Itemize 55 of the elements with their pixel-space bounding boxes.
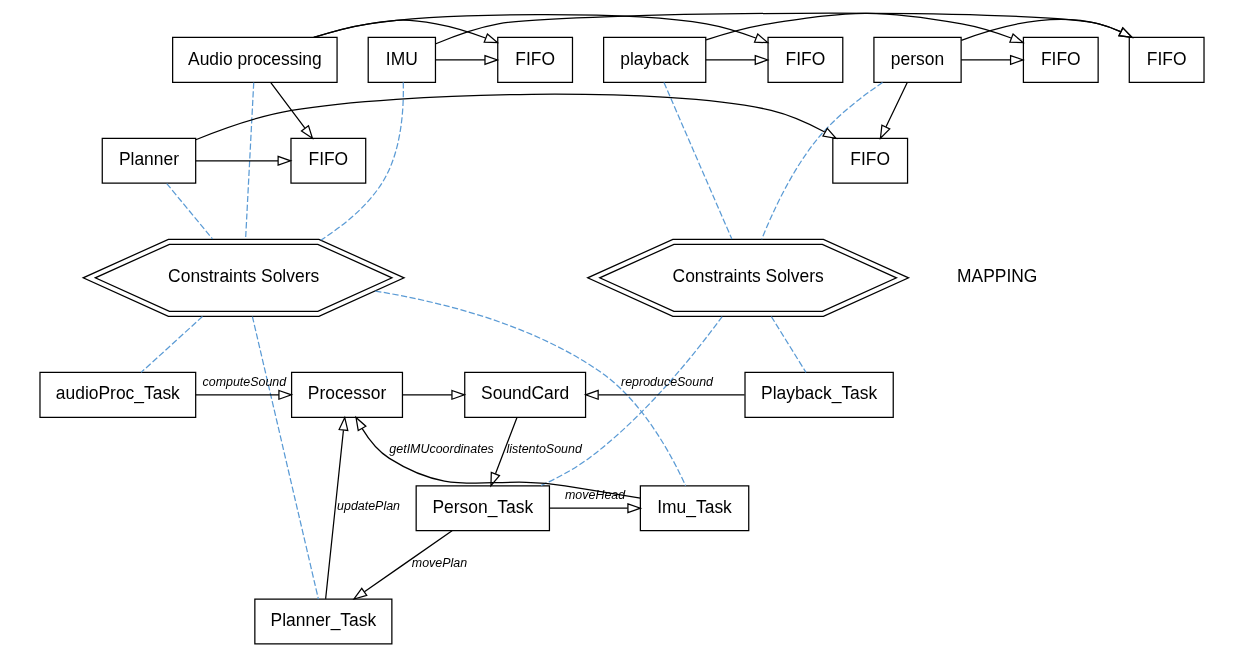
arrow [960, 54, 1025, 66]
node-box: Imu_Task [639, 485, 749, 532]
node-box: FIFO [1128, 36, 1205, 83]
arrow [704, 54, 770, 66]
node-box: SoundCard [463, 371, 586, 418]
arrow [401, 389, 466, 401]
edge-label: updatePlan [336, 499, 400, 514]
arrow [489, 416, 518, 488]
node-box: audioProc_Task [38, 371, 196, 418]
connector [165, 183, 213, 240]
arrow [194, 93, 838, 141]
node-box: Playback_Task [743, 371, 894, 418]
edge-label: moveHead [564, 488, 625, 503]
arrow [312, 13, 769, 44]
edge-label: listentoSound [505, 442, 582, 457]
node-box: Processor [290, 371, 403, 418]
connector [251, 315, 319, 600]
arrow [583, 389, 745, 401]
arrow [324, 415, 349, 600]
connector [539, 315, 723, 487]
arrow [194, 155, 292, 167]
arrow [434, 12, 1134, 45]
connector [760, 81, 883, 240]
node-box: person [872, 36, 962, 83]
node-box: IMU [367, 36, 436, 83]
edge-label: reproduceSound [620, 375, 713, 390]
arrow [879, 81, 908, 140]
node-box: FIFO [1022, 36, 1099, 83]
connector [140, 315, 203, 374]
arrow [434, 54, 499, 66]
node-box: FIFO [496, 36, 573, 83]
node-box: Planner_Task [253, 598, 392, 645]
node-box: Planner [101, 137, 196, 184]
label: MAPPING [956, 266, 1037, 287]
arrow [548, 502, 642, 514]
arrow [354, 415, 641, 499]
edge-label: computeSound [202, 375, 286, 390]
arrow [960, 18, 1134, 41]
connector [662, 82, 732, 240]
arrow [269, 81, 314, 140]
connector [770, 315, 807, 374]
connector [244, 82, 254, 240]
edge-label: movePlan [411, 555, 467, 570]
edge-label: getIMUcoordinates [388, 442, 494, 457]
arrow [194, 389, 293, 401]
node-box: playback [602, 36, 706, 83]
node-box: FIFO [766, 36, 843, 83]
node-box: FIFO [831, 137, 908, 184]
connector [319, 81, 404, 241]
arrow [351, 530, 453, 601]
node-box: FIFO [289, 137, 366, 184]
connector [374, 290, 686, 487]
arrow [704, 12, 1025, 44]
node-box: Audio processing [171, 36, 338, 83]
node-box: Person_Task [415, 485, 550, 532]
